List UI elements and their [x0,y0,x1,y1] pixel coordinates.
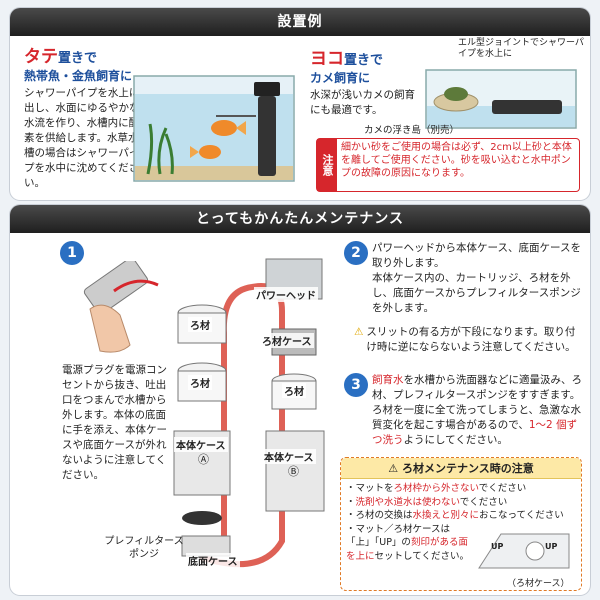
notice-title: ⚠ ろ材メンテナンス時の注意 [341,458,581,479]
joint-label: エル型ジョイントでシャワーパイプを水上に [458,38,584,59]
left-media2-label: ろ材 [188,375,212,390]
tank-gravel [135,166,293,180]
notice-item-3-a: ・ろ材の交換は [346,510,413,521]
step2-badge: 2 [344,241,368,265]
filter-body [258,96,276,176]
horizontal-section: ヨコ置きで カメ飼育に 水深が浅いカメの飼育にも最適です。 [310,44,420,118]
horizontal-body: 水深が浅いカメの飼育にも最適です。 [310,89,415,116]
notice-item-2-b: 洗剤や水道水は使わない [355,496,460,508]
horizontal-title: ヨコ置きで [310,44,420,69]
notice-item-3-c: おこなってください [479,510,564,521]
prefilter-sponge [182,511,222,525]
bottom-case-label: 底面ケース [186,553,240,568]
mark-a: Ⓐ [198,453,209,466]
notice-item-4-a: ・マット／ろ材ケースは「上」「UP」の [346,523,451,549]
right-media-label: ろ材 [282,383,306,398]
vertical-aquarium-illustration [133,75,295,182]
step3-text: 飼育水を水槽から洗面器などに適量汲み、ろ材、プレフィルタースポンジをすすぎます。… [372,373,582,448]
notice-item-1-b: ろ材枠から外さない [393,483,479,494]
filter-head [254,82,280,96]
media-case-top-illustration [478,533,570,569]
vertical-title-emph: タテ [24,47,58,67]
installation-header: 設置例 [10,8,590,36]
step2-text1: パワーヘッドから本体ケース、底面ケースを取り外します。 [372,242,581,269]
power-head-label: パワーヘッド [254,287,318,302]
vertical-subtitle: 熱帯魚・金魚飼育に [24,69,133,83]
goldfish-1 [211,120,237,136]
turtle [444,87,468,101]
media-case-label: ろ材ケース [260,333,314,348]
left-media1-label: ろ材 [188,317,212,332]
up-mark-1: UP [491,542,504,551]
body-case-b-label: 本体ケース [262,449,316,464]
case-outline [478,533,570,569]
notice-item-2-c: でください [459,496,508,508]
right-body-case [265,430,325,512]
step3-number: 3 [344,373,368,397]
vertical-body: シャワーパイプを水上に出し、水面にゆるやかな水流を作り、水槽内に酸素を供給します… [24,87,140,189]
step3-text-post: ようにしてください。 [403,434,508,446]
maintenance-header: とってもかんたんメンテナンス [10,205,590,233]
horizontal-subtitle: カメ飼育に [310,71,371,85]
notice-item-1-c: でください [478,483,527,494]
notice-items: ・マットをろ材枠から外さないでください ・洗剤や水道水は使わないでください ・ろ… [341,479,581,566]
step2-number: 2 [344,241,368,265]
notice-item-4-b: 刻印がある面を上に [346,537,468,562]
prefilter-label: プレフィルタースポンジ [104,536,184,560]
horizontal-title-rest: 置きで [344,53,384,68]
body-case-a-label: 本体ケース [174,437,228,452]
horizontal-title-emph: ヨコ [310,49,344,69]
step2-warning: ⚠ スリットの有る方が下段になります。取り付け時に逆にならないよう注意してくださ… [354,325,582,355]
step1-badge: 1 [60,241,84,265]
horizontal-aquarium-illustration [425,69,577,129]
up-mark-2: UP [545,542,558,551]
vertical-title-rest: 置きで [58,51,98,66]
step2-text2: 本体ケース内の、カートリッジ、ろ材を外し、底面ケースからプレフィルタースポンジを… [372,272,581,314]
step3-badge: 3 [344,373,368,397]
vertical-section: タテ置きで 熱帯魚・金魚飼育に シャワーパイプを水上に出し、水面にゆるやかな水流… [24,42,144,191]
step3-text-mid: を水槽から洗面器などに適量汲み、ろ材、プレフィルタースポンジをすすぎます。ろ材を… [372,374,582,431]
vertical-title: タテ置きで [24,42,144,67]
media-maintenance-notice: ⚠ ろ材メンテナンス時の注意 ・マットをろ材枠から外さないでください ・洗剤や水… [340,457,582,591]
step1-arrow [113,279,159,293]
case-label: （ろ材ケース） [507,579,570,589]
notice-item-1-a: ・マットを [346,483,394,494]
notice-item-2-a: ・ [346,496,356,508]
step3-text-emph: 飼育水 [372,374,404,386]
water-plants [146,123,174,175]
goldfish-2 [199,145,221,159]
notice-item-4-c: セットしてください。 [374,550,469,562]
caution-label: 注意 [317,139,337,191]
horizontal-filter [492,100,562,114]
hand [89,304,131,353]
mark-b: Ⓑ [288,465,299,478]
step3-text-red: 1～2 個ずつ洗う [372,419,578,446]
step1-hand-illustration [83,261,159,353]
warning-icon: ⚠ [354,326,364,338]
notice-item-4: ・マット／ろ材ケースは「上」「UP」の刻印がある面を上にセットしてください。 [346,523,470,564]
notice-item-1: ・マットをろ材枠から外さないでください [346,482,576,496]
step1-number: 1 [60,241,84,265]
unit-top [83,261,149,315]
step2-warning-text: スリットの有る方が下段になります。取り付け時に逆にならないよう注意してください。 [366,326,576,353]
notice-item-3-b: 水換えと別々に [412,510,480,521]
caution-text: 細かい砂をご使用の場合は必ず、2cm以上砂と本体を離してご使用ください。砂を吸い… [341,142,572,179]
step2-text: パワーヘッドから本体ケース、底面ケースを取り外します。 本体ケース内の、カートリ… [372,241,582,316]
notice-item-3: ・ろ材の交換は水換えと別々におこなってください [346,509,576,523]
notice-item-2: ・洗剤や水道水は使わないでください [346,496,576,510]
maintenance-panel: とってもかんたんメンテナンス 1 電源プラグを電源コンセントから抜き、吐出口をつ… [10,205,590,595]
island-label: カメの浮き島（別売） [364,125,460,136]
installation-panel: 設置例 タテ置きで 熱帯魚・金魚飼育に シャワーパイプを水上に出し、水面にゆるや… [10,8,590,200]
step1-text: 電源プラグを電源コンセントから抜き、吐出口をつまんで水槽から外します。本体の底面… [62,364,167,481]
caution-box: 注意 細かい砂をご使用の場合は必ず、2cm以上砂と本体を離してご使用ください。砂… [316,138,580,192]
